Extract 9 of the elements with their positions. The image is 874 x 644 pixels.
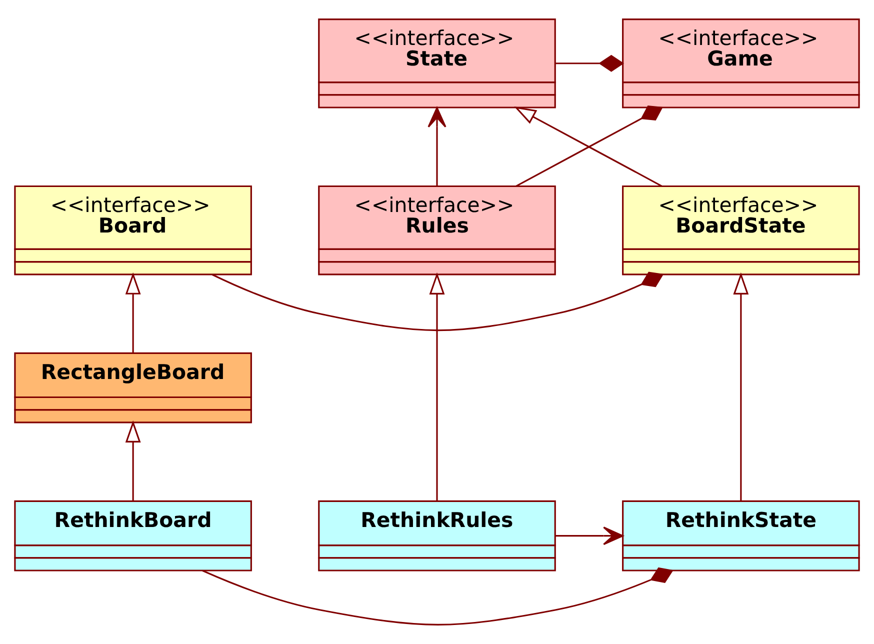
connector (212, 272, 664, 332)
connector (555, 54, 624, 72)
arrow (125, 272, 141, 353)
arrow (428, 107, 446, 186)
connector (202, 567, 674, 626)
arrow (429, 272, 445, 501)
arrow (125, 420, 141, 501)
arrow (733, 272, 749, 501)
arrow (555, 526, 624, 546)
